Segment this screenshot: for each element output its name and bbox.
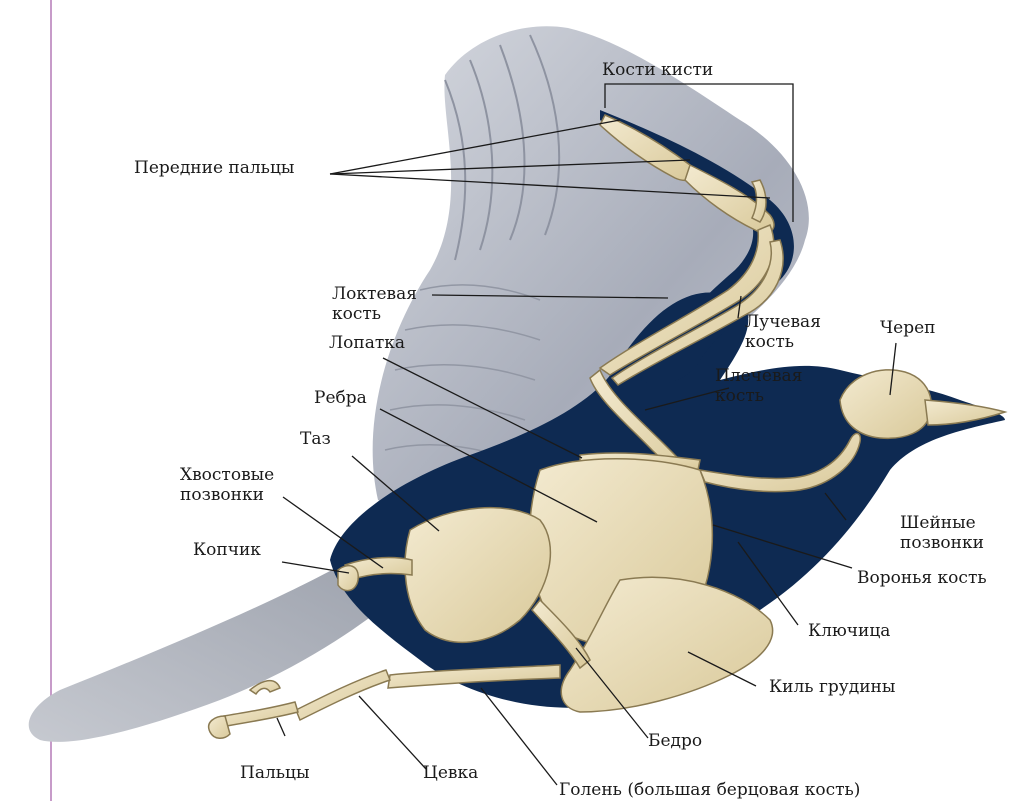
label-ulna-line1: Локтевая	[332, 284, 417, 304]
label-humerus: Плечевая кость	[715, 366, 802, 406]
label-tail-vertebrae-line1: Хвостовые	[180, 465, 274, 485]
label-tail-vertebrae: Хвостовые позвонки	[180, 465, 274, 505]
label-pelvis: Таз	[300, 429, 331, 449]
label-toes: Пальцы	[240, 763, 309, 783]
label-radius: Лучевая кость	[745, 312, 821, 352]
label-front-digits: Передние пальцы	[134, 158, 294, 178]
label-coracoid: Воронья кость	[857, 568, 987, 588]
label-tail-vertebrae-line2: позвонки	[180, 485, 274, 505]
label-humerus-line1: Плечевая	[715, 366, 802, 386]
label-neck-vertebrae-line2: позвонки	[900, 533, 984, 553]
label-neck-vertebrae: Шейные позвонки	[900, 513, 984, 553]
label-ulna-line2: кость	[332, 304, 417, 324]
label-radius-line1: Лучевая	[745, 312, 821, 332]
label-hand-bones: Кости кисти	[602, 60, 713, 80]
label-tibia: Голень (большая берцовая кость)	[559, 780, 860, 800]
label-clavicle: Ключица	[808, 621, 890, 641]
label-humerus-line2: кость	[715, 386, 802, 406]
label-neck-vertebrae-line1: Шейные	[900, 513, 984, 533]
label-tarsus: Цевка	[423, 763, 478, 783]
tail-feathers	[29, 560, 380, 742]
label-radius-line2: кость	[745, 332, 821, 352]
label-ulna: Локтевая кость	[332, 284, 417, 324]
label-femur: Бедро	[648, 731, 702, 751]
label-pygostyle: Копчик	[193, 540, 261, 560]
label-ribs: Ребра	[314, 388, 367, 408]
label-skull: Череп	[880, 318, 935, 338]
label-keel: Киль грудины	[769, 677, 895, 697]
label-scapula: Лопатка	[329, 333, 405, 353]
